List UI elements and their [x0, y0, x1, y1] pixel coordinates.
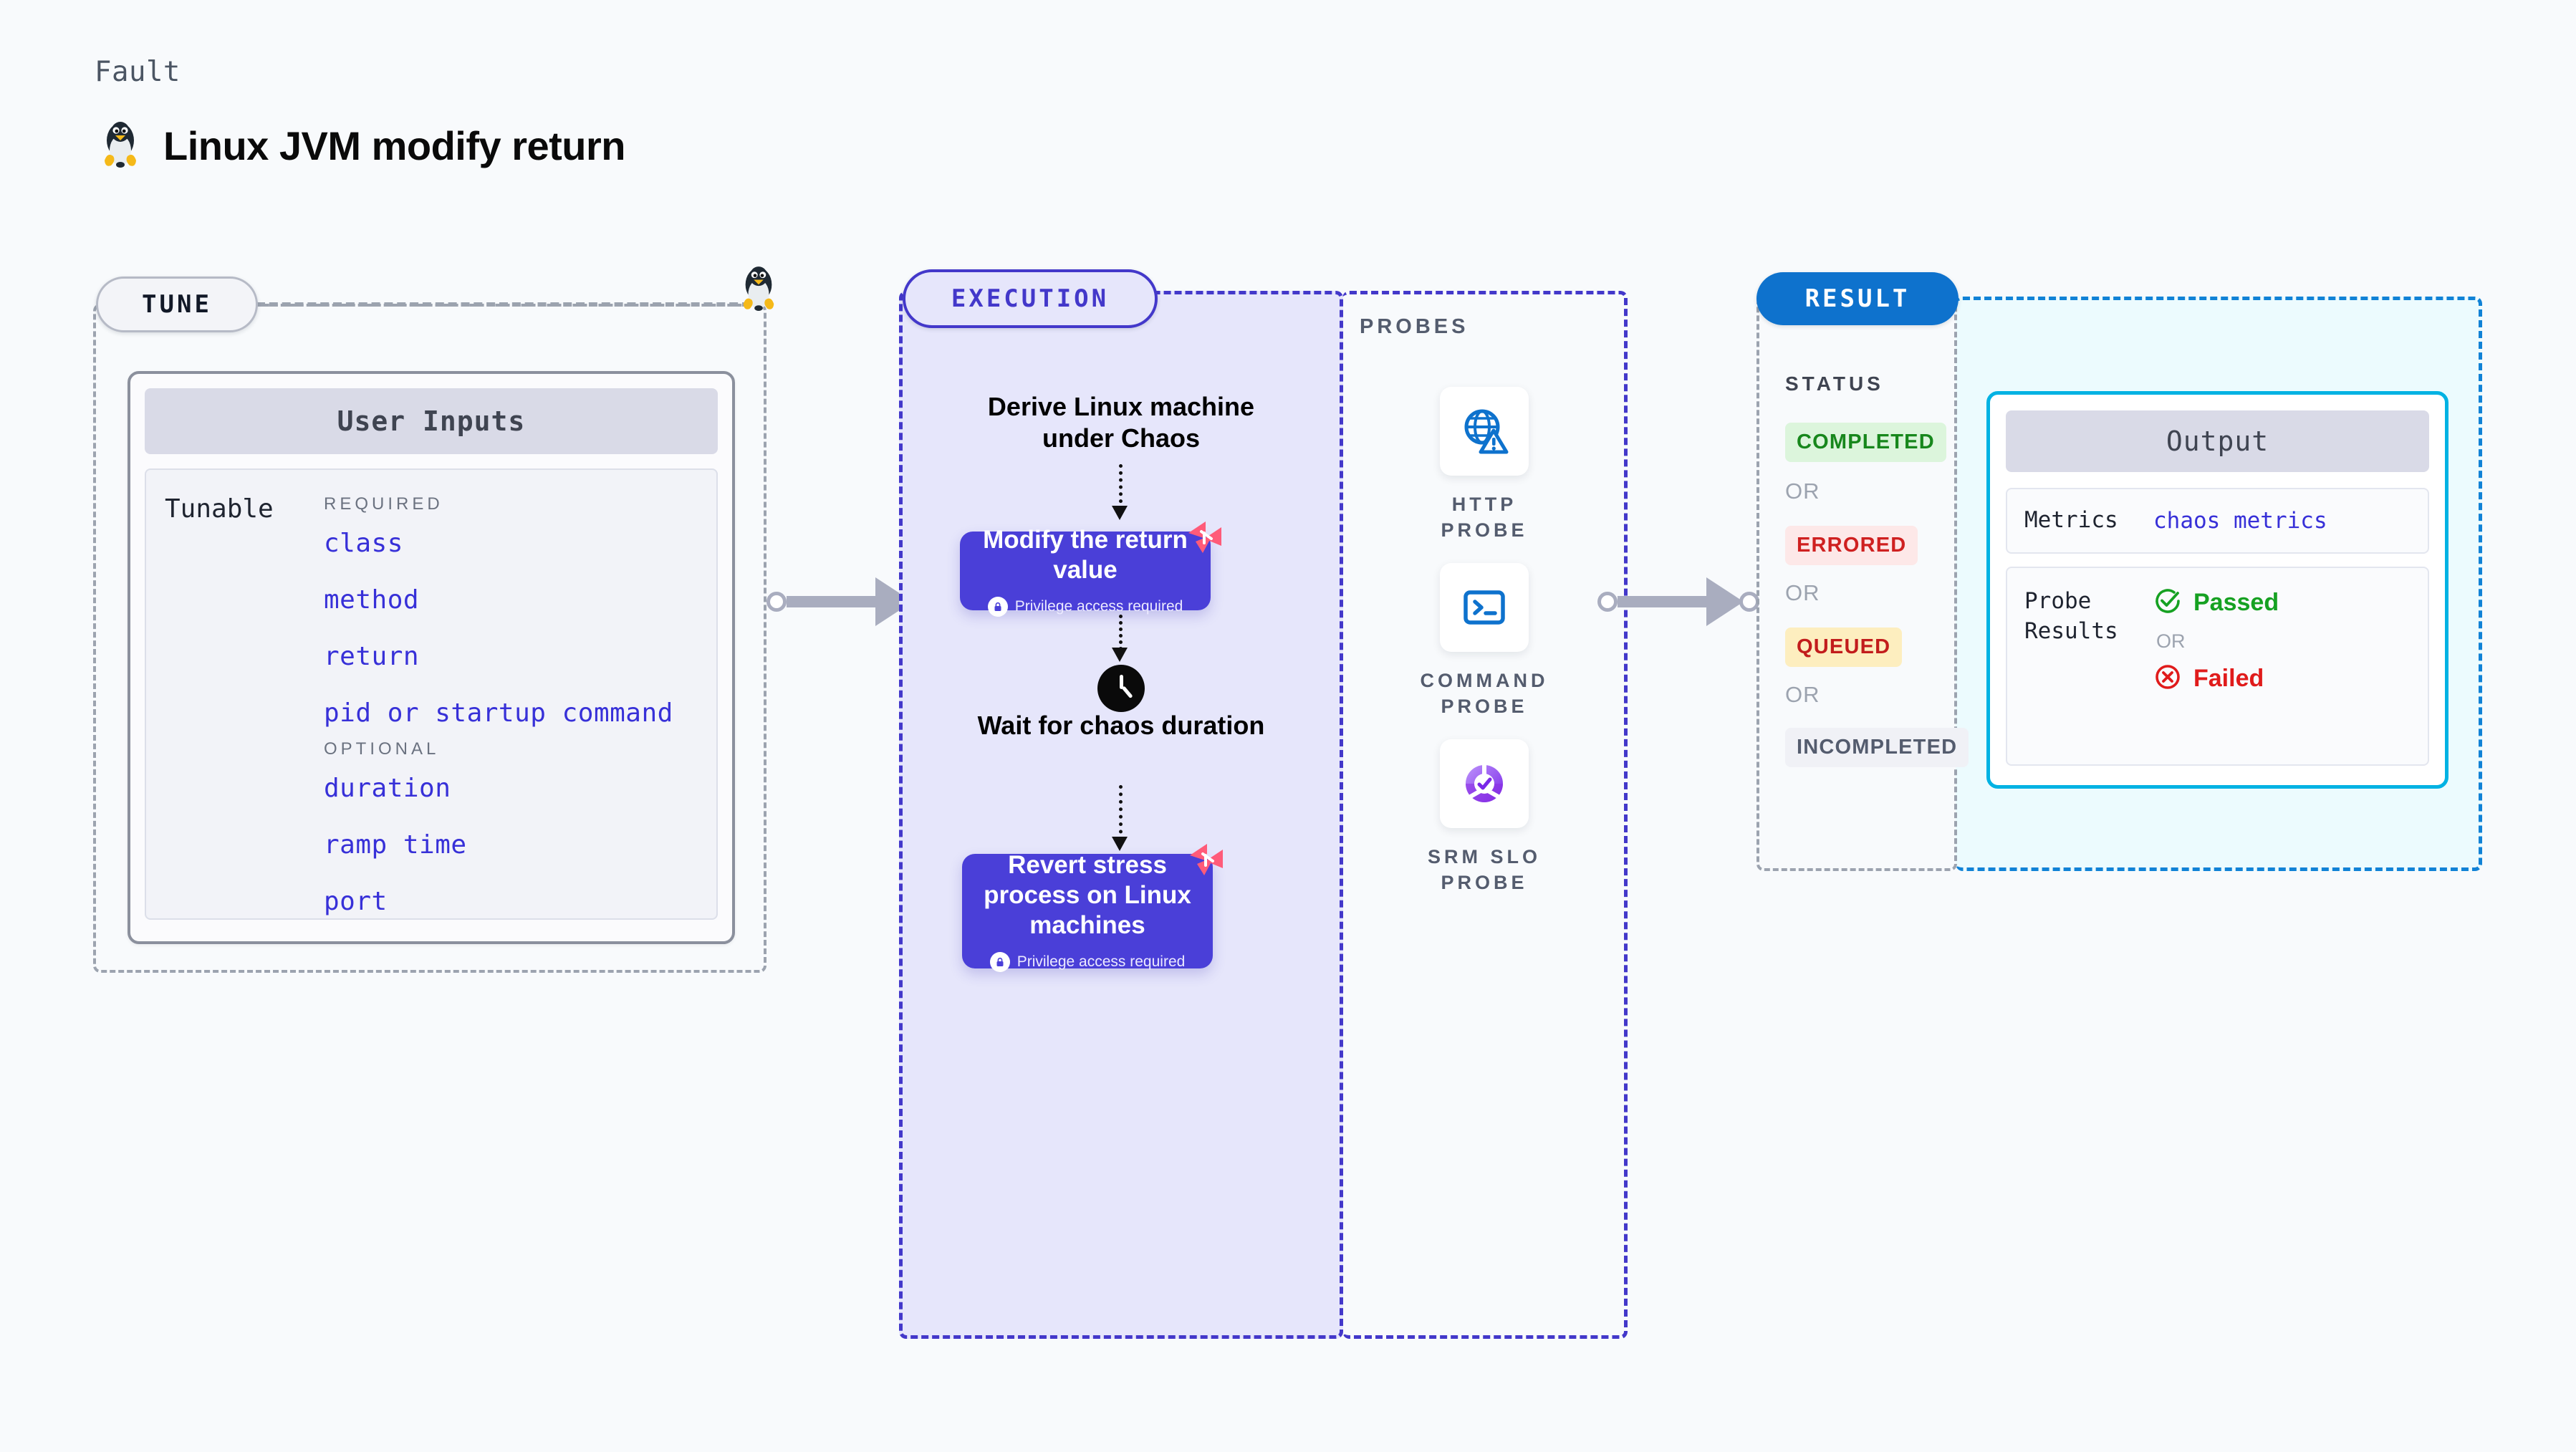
- linux-penguin-icon: [99, 120, 142, 170]
- flow-arrow-2-head: [1112, 648, 1128, 662]
- connector-start-dot: [766, 592, 787, 612]
- probe-result-or: OR: [2156, 630, 2186, 652]
- connector-arrowhead: [1706, 577, 1744, 626]
- execution-step-derive: Derive Linux machine under Chaos: [987, 392, 1255, 453]
- execution-step-revert-title: Revert stress process on Linux machines: [984, 851, 1191, 939]
- probe-result-failed-label: Failed: [2193, 665, 2264, 692]
- probe-result-failed: Failed: [2153, 663, 2279, 695]
- output-card-title: Output: [2006, 410, 2429, 472]
- execution-step-revert-box[interactable]: Revert stress process on Linux machines …: [962, 851, 1213, 972]
- tune-dashed-connector: [256, 302, 751, 307]
- user-inputs-card: User Inputs Tunable REQUIRED class metho…: [128, 371, 735, 944]
- probe-command[interactable]: COMMAND PROBE: [1413, 563, 1556, 720]
- page-title: Linux JVM modify return: [163, 122, 626, 168]
- probe-result-passed: Passed: [2153, 587, 2279, 619]
- lock-icon: [987, 597, 1008, 617]
- flow-arrow-3-line: [1119, 785, 1123, 841]
- tunable-label: Tunable: [165, 494, 274, 524]
- privilege-note-text: Privilege access required: [1014, 598, 1183, 615]
- privilege-note: Privilege access required: [987, 597, 1183, 617]
- tunable-item-port[interactable]: port: [324, 887, 388, 916]
- execution-step-modify-return-box[interactable]: Modify the return value Privilege access…: [960, 526, 1211, 617]
- privilege-note-2: Privilege access required: [989, 952, 1186, 972]
- status-or-2: OR: [1785, 580, 1820, 605]
- status-badge-incompleted: INCOMPLETED: [1785, 728, 1969, 767]
- status-badge-completed: COMPLETED: [1785, 423, 1946, 462]
- required-heading: REQUIRED: [324, 494, 443, 514]
- status-heading: STATUS: [1785, 372, 1884, 395]
- probe-results-key: Probe Results: [2024, 588, 2118, 644]
- status-badge-errored: ERRORED: [1785, 526, 1918, 565]
- tunable-item-ramp-time[interactable]: ramp time: [324, 830, 467, 860]
- tunable-item-return[interactable]: return: [324, 642, 420, 671]
- metrics-value[interactable]: chaos metrics: [2153, 508, 2327, 534]
- harness-chaos-mark-icon: [1184, 517, 1226, 559]
- output-row-metrics: Metrics chaos metrics: [2006, 488, 2429, 554]
- tunable-item-class[interactable]: class: [324, 529, 403, 558]
- output-row-probe-results: Probe Results Passed OR: [2006, 567, 2429, 766]
- user-inputs-title: User Inputs: [145, 388, 718, 454]
- flow-arrow-1-head: [1112, 506, 1128, 520]
- tunable-item-method[interactable]: method: [324, 585, 420, 615]
- status-or-3: OR: [1785, 682, 1820, 707]
- clock-icon: [1097, 665, 1145, 712]
- execution-step-wait: Wait for chaos duration: [977, 711, 1265, 740]
- harness-chaos-mark-icon: [1186, 840, 1227, 881]
- connector-start-dot: [1597, 592, 1618, 612]
- slo-check-donut-icon: [1440, 739, 1529, 828]
- execution-step-modify-return-title: Modify the return value: [983, 526, 1188, 584]
- lock-icon: [989, 952, 1010, 972]
- probe-srm-slo[interactable]: SRM SLO PROBE: [1413, 739, 1556, 896]
- optional-heading: OPTIONAL: [324, 739, 440, 759]
- tune-stage-label[interactable]: TUNE: [96, 277, 258, 332]
- connector-bar: [1618, 596, 1708, 607]
- user-inputs-body: Tunable REQUIRED class method return pid…: [145, 468, 718, 920]
- execution-stage-label[interactable]: EXECUTION: [903, 269, 1158, 328]
- globe-warning-icon: [1440, 387, 1529, 476]
- connector-bar: [787, 596, 877, 607]
- flow-arrow-3-head: [1112, 837, 1128, 851]
- probe-http[interactable]: HTTP PROBE: [1413, 387, 1556, 544]
- probe-command-label: COMMAND PROBE: [1420, 670, 1549, 718]
- flow-arrow-1-line: [1119, 464, 1123, 510]
- fault-kicker: Fault: [95, 56, 181, 88]
- tunable-item-duration[interactable]: duration: [324, 774, 451, 803]
- execution-flow: Derive Linux machine under Chaos Modify …: [899, 291, 1343, 1339]
- page-title-row: Linux JVM modify return: [99, 120, 626, 170]
- probe-result-passed-label: Passed: [2193, 589, 2279, 616]
- probe-results-value: Passed OR Failed: [2153, 587, 2279, 695]
- status-or-1: OR: [1785, 479, 1820, 504]
- connector-execution-to-result: [1597, 577, 1759, 626]
- result-stage-label[interactable]: RESULT: [1756, 272, 1959, 325]
- linux-penguin-icon-marker: [738, 265, 779, 317]
- metrics-key: Metrics: [2024, 507, 2118, 534]
- probes-stage-label: PROBES: [1360, 315, 1469, 338]
- x-circle-icon: [2153, 663, 2182, 695]
- probe-http-label: HTTP PROBE: [1441, 494, 1528, 542]
- output-card: Output Metrics chaos metrics Probe Resul…: [1986, 391, 2448, 789]
- privilege-note-text: Privilege access required: [1017, 953, 1186, 970]
- status-badge-queued: QUEUED: [1785, 628, 1903, 667]
- terminal-prompt-icon: [1440, 563, 1529, 652]
- flow-arrow-2-line: [1119, 615, 1123, 650]
- check-circle-icon: [2153, 587, 2182, 619]
- tunable-item-pid-or-startup-command[interactable]: pid or startup command: [324, 698, 673, 728]
- probe-srm-slo-label: SRM SLO PROBE: [1427, 846, 1541, 894]
- tunable-list: REQUIRED class method return pid or star…: [324, 494, 716, 918]
